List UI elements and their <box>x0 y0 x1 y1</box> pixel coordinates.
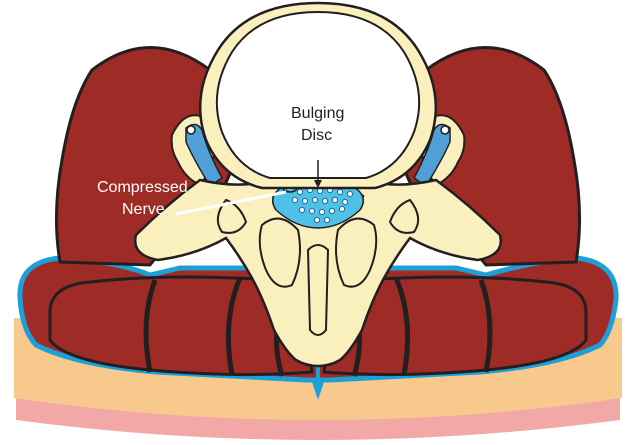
bulging-disc-label-line2: Disc <box>301 127 332 144</box>
disc-nucleus <box>217 12 419 178</box>
right-nerve-root-dot <box>441 126 449 134</box>
left-nerve-root-dot <box>187 126 195 134</box>
bulging-disc-label-line1: Bulging <box>291 105 344 122</box>
compressed-nerve-label-line2: Nerve <box>122 201 165 218</box>
compressed-nerve-label-line1: Compressed <box>97 179 188 196</box>
